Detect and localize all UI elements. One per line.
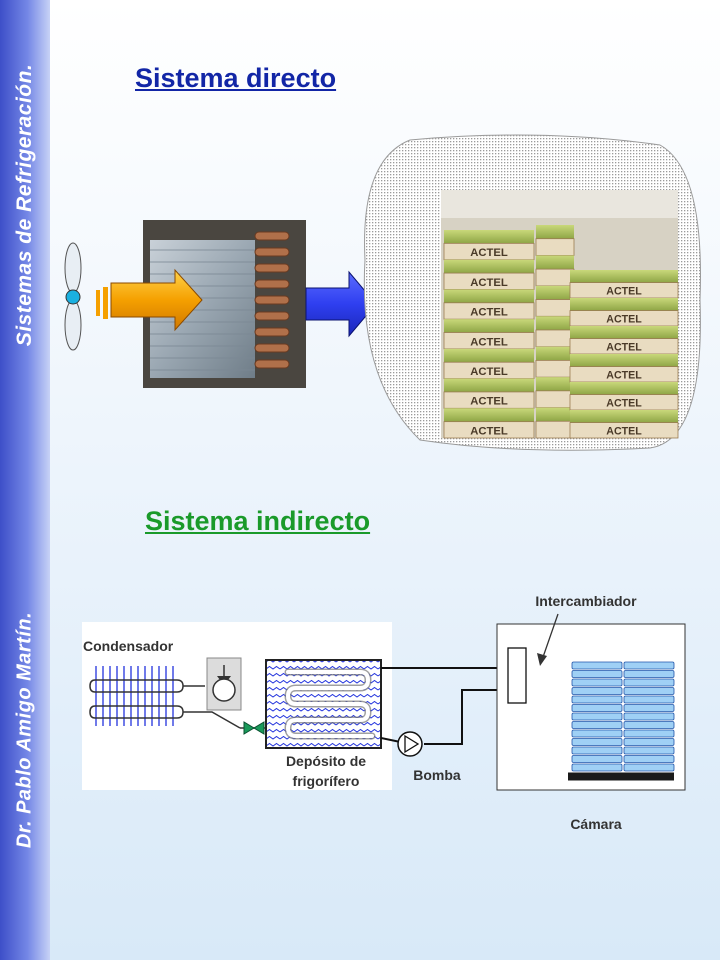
fruit-crate: [535, 285, 575, 317]
pallet-box: [571, 678, 623, 687]
fruit-crate: [535, 316, 575, 348]
pallet-box: [571, 755, 623, 763]
fruit-crate: ACTEL: [569, 410, 679, 439]
crate-brand-text: ACTEL: [470, 336, 508, 348]
cold-air-arrow: [305, 270, 377, 338]
exchanger-label: Intercambiador: [535, 593, 637, 609]
sidebar-band: Sistemas de Refrigeración. Dr. Pablo Ami…: [0, 0, 50, 960]
condenser-tubes: [89, 679, 241, 729]
fan-icon: [64, 242, 82, 351]
fruit-crate: ACTEL: [569, 326, 679, 355]
crate-brand-text: ACTEL: [606, 426, 642, 438]
chamber-label: Cámara: [570, 816, 622, 832]
pallet-box: [623, 738, 675, 746]
pallet-box: [623, 670, 675, 678]
pump-label: Bomba: [413, 767, 461, 783]
pallet-box: [571, 670, 623, 678]
pallet-box: [623, 721, 675, 729]
pallet-box: [571, 687, 623, 695]
fruit-crate: ACTEL: [443, 259, 535, 290]
fruit-crate: [535, 377, 575, 408]
pallet-box: [623, 746, 675, 755]
direct-system-title: Sistema directo: [135, 63, 337, 93]
condenser-coil: [95, 666, 174, 726]
crate-brand-text: ACTEL: [470, 425, 508, 437]
exchanger-pointer-arrow: [537, 613, 559, 666]
crate-brand-text: ACTEL: [470, 366, 508, 378]
indirect-system-title: Sistema indirecto: [145, 506, 371, 536]
pallet-box: [571, 712, 623, 721]
crate-brand-text: ACTEL: [606, 398, 642, 410]
fruit-crate: ACTEL: [443, 348, 535, 379]
crate-brand-text: ACTEL: [606, 370, 642, 382]
pallet-box: [623, 755, 675, 763]
crate-brand-text: ACTEL: [470, 307, 508, 319]
pallet-box: [571, 695, 623, 704]
pallet-box: [571, 721, 623, 729]
pallet-box: [571, 763, 623, 772]
pallet-box: [623, 695, 675, 704]
crate-brand-text: ACTEL: [470, 247, 508, 259]
crate-brand-text: ACTEL: [470, 396, 508, 408]
condenser-label: Condensador: [83, 638, 174, 654]
fruit-crate: [535, 407, 575, 439]
crate-brand-text: ACTEL: [606, 286, 642, 298]
pallet-box: [571, 738, 623, 746]
pallet-box: [623, 712, 675, 721]
pallet-box: [571, 704, 623, 712]
cold-chamber: [496, 623, 686, 791]
fruit-crate: ACTEL: [569, 354, 679, 383]
pallet-box: [623, 729, 675, 738]
fruit-crate: ACTEL: [569, 382, 679, 411]
heat-flow-arrow: [96, 268, 203, 332]
pallet-box: [623, 678, 675, 687]
pallet-box: [623, 687, 675, 695]
pallet-box: [623, 763, 675, 772]
tank-label-line2: frigorífero: [293, 773, 360, 789]
fruit-crates-photo: ACTEL ACTEL ACTEL ACTEL ACTEL ACTEL ACTEL ACTEL…: [441, 190, 679, 439]
fruit-crate: ACTEL: [443, 378, 535, 409]
fruit-crate: ACTEL: [443, 230, 535, 261]
crate-brand-text: ACTEL: [606, 342, 642, 354]
fruit-crate: ACTEL: [443, 408, 535, 439]
pump-icon: [397, 731, 423, 757]
fruit-crate: [535, 346, 575, 378]
pallet-box: [571, 661, 623, 670]
fruit-crate: ACTEL: [569, 270, 679, 299]
crate-brand-text: ACTEL: [606, 314, 642, 326]
brine-pipes: [380, 667, 517, 745]
tank-label-line1: Depósito de: [286, 753, 366, 769]
pallet-box: [571, 746, 623, 755]
crate-brand-text: ACTEL: [470, 277, 508, 289]
pallet-box: [623, 704, 675, 712]
pallet-base: [568, 772, 674, 781]
compressor-icon: [206, 657, 242, 711]
fruit-crate: ACTEL: [443, 319, 535, 350]
pallet-box: [623, 661, 675, 670]
pallet-box: [571, 729, 623, 738]
fruit-crate: [535, 225, 575, 256]
fruit-crate: [535, 255, 575, 287]
expansion-valve-icon: [240, 721, 268, 735]
fruit-crate: ACTEL: [443, 289, 535, 320]
refrigerated-tank: [265, 659, 382, 749]
fruit-crate: ACTEL: [569, 298, 679, 327]
